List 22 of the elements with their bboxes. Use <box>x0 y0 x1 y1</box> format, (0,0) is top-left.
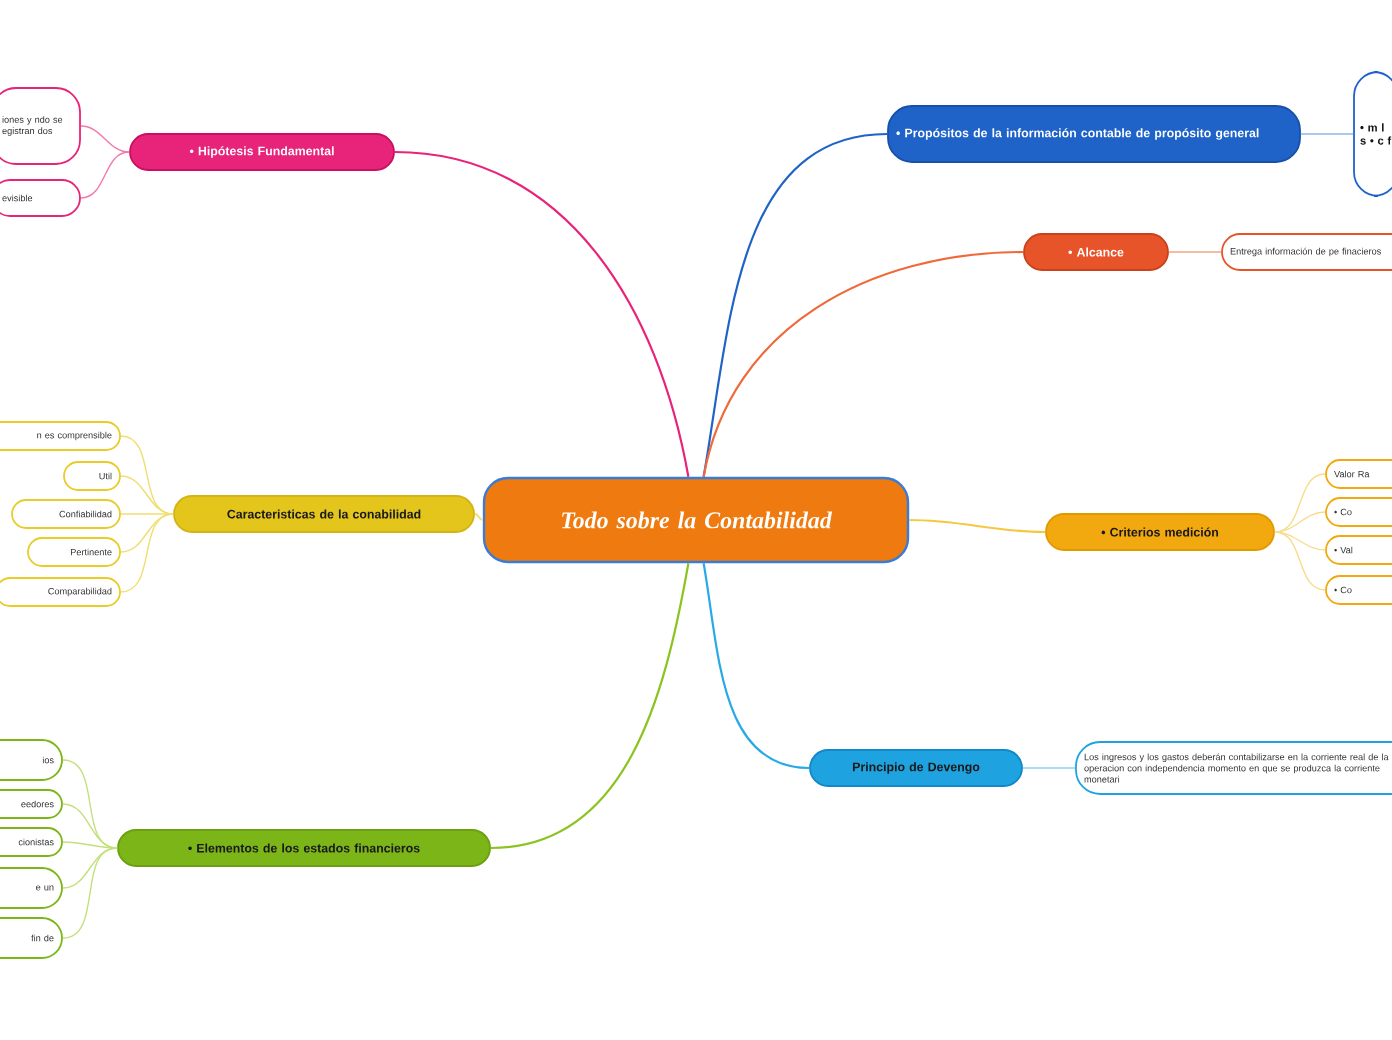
connector <box>80 151 130 199</box>
connector <box>62 847 118 939</box>
connector <box>120 513 174 593</box>
connector <box>702 132 888 477</box>
connector <box>80 125 130 153</box>
connector <box>1022 767 1076 769</box>
connector <box>120 513 174 515</box>
connector <box>1274 531 1326 591</box>
connector <box>702 250 1024 478</box>
connector <box>62 803 118 849</box>
connector <box>62 841 118 849</box>
connector <box>394 150 690 477</box>
central-topic-box: Todo sobre la Contabilidad <box>482 476 910 564</box>
connector <box>702 563 810 770</box>
connector <box>120 475 174 515</box>
connector <box>490 563 690 850</box>
connector <box>909 518 1046 534</box>
connector <box>474 512 484 521</box>
connector <box>1300 133 1354 135</box>
connector <box>1274 511 1326 533</box>
connector <box>1274 473 1326 533</box>
connector <box>1168 251 1222 253</box>
